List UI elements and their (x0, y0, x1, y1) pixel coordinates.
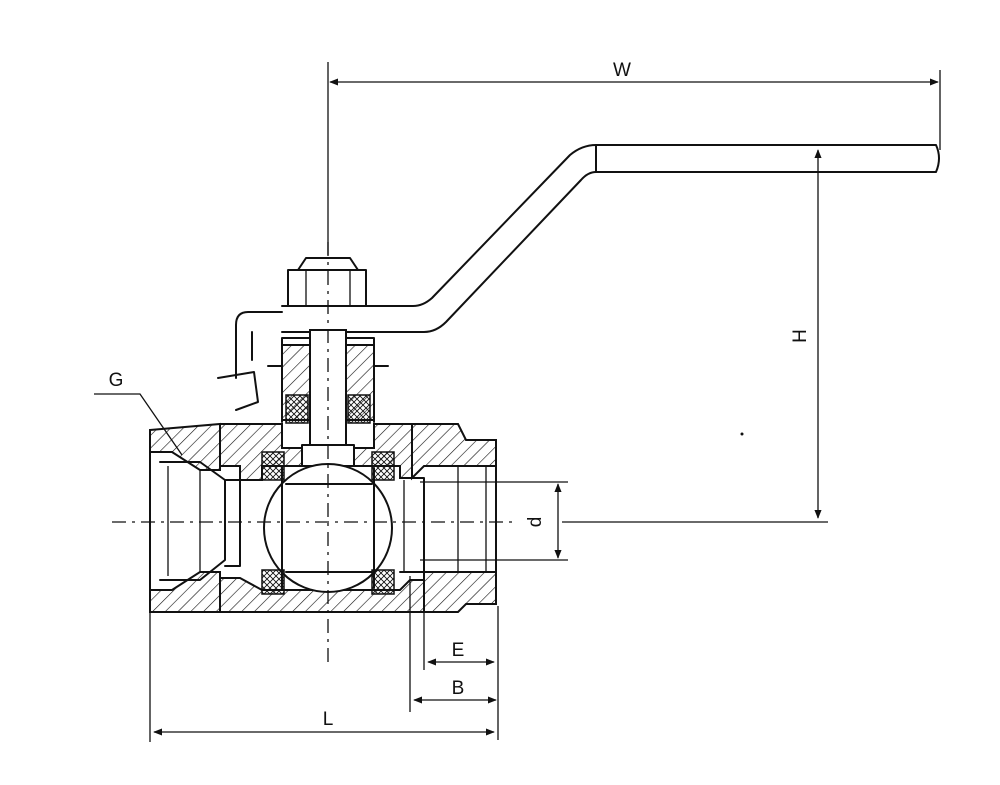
dimension-e: E (423, 604, 495, 670)
dimension-label-l: L (323, 709, 334, 730)
dimension-label-g: G (109, 370, 124, 391)
dimension-g: G (94, 370, 183, 456)
speck (740, 432, 744, 436)
handle (217, 144, 940, 411)
dimension-b: B (409, 576, 499, 740)
dimension-label-w: W (613, 60, 631, 81)
stem-nut (287, 257, 367, 307)
center-lines (112, 242, 512, 662)
dimension-label-d: d (525, 517, 546, 528)
dimension-label-e: E (452, 640, 465, 661)
seats (261, 451, 395, 595)
dimension-d: d (420, 481, 568, 561)
dimension-w: W (327, 60, 941, 255)
dimension-label-h: H (790, 329, 811, 343)
dimension-h: H (562, 149, 828, 523)
gland-packing (267, 337, 389, 424)
dimension-l: L (149, 612, 495, 742)
dimension-label-b: B (452, 678, 465, 699)
body-left-end (149, 422, 241, 613)
